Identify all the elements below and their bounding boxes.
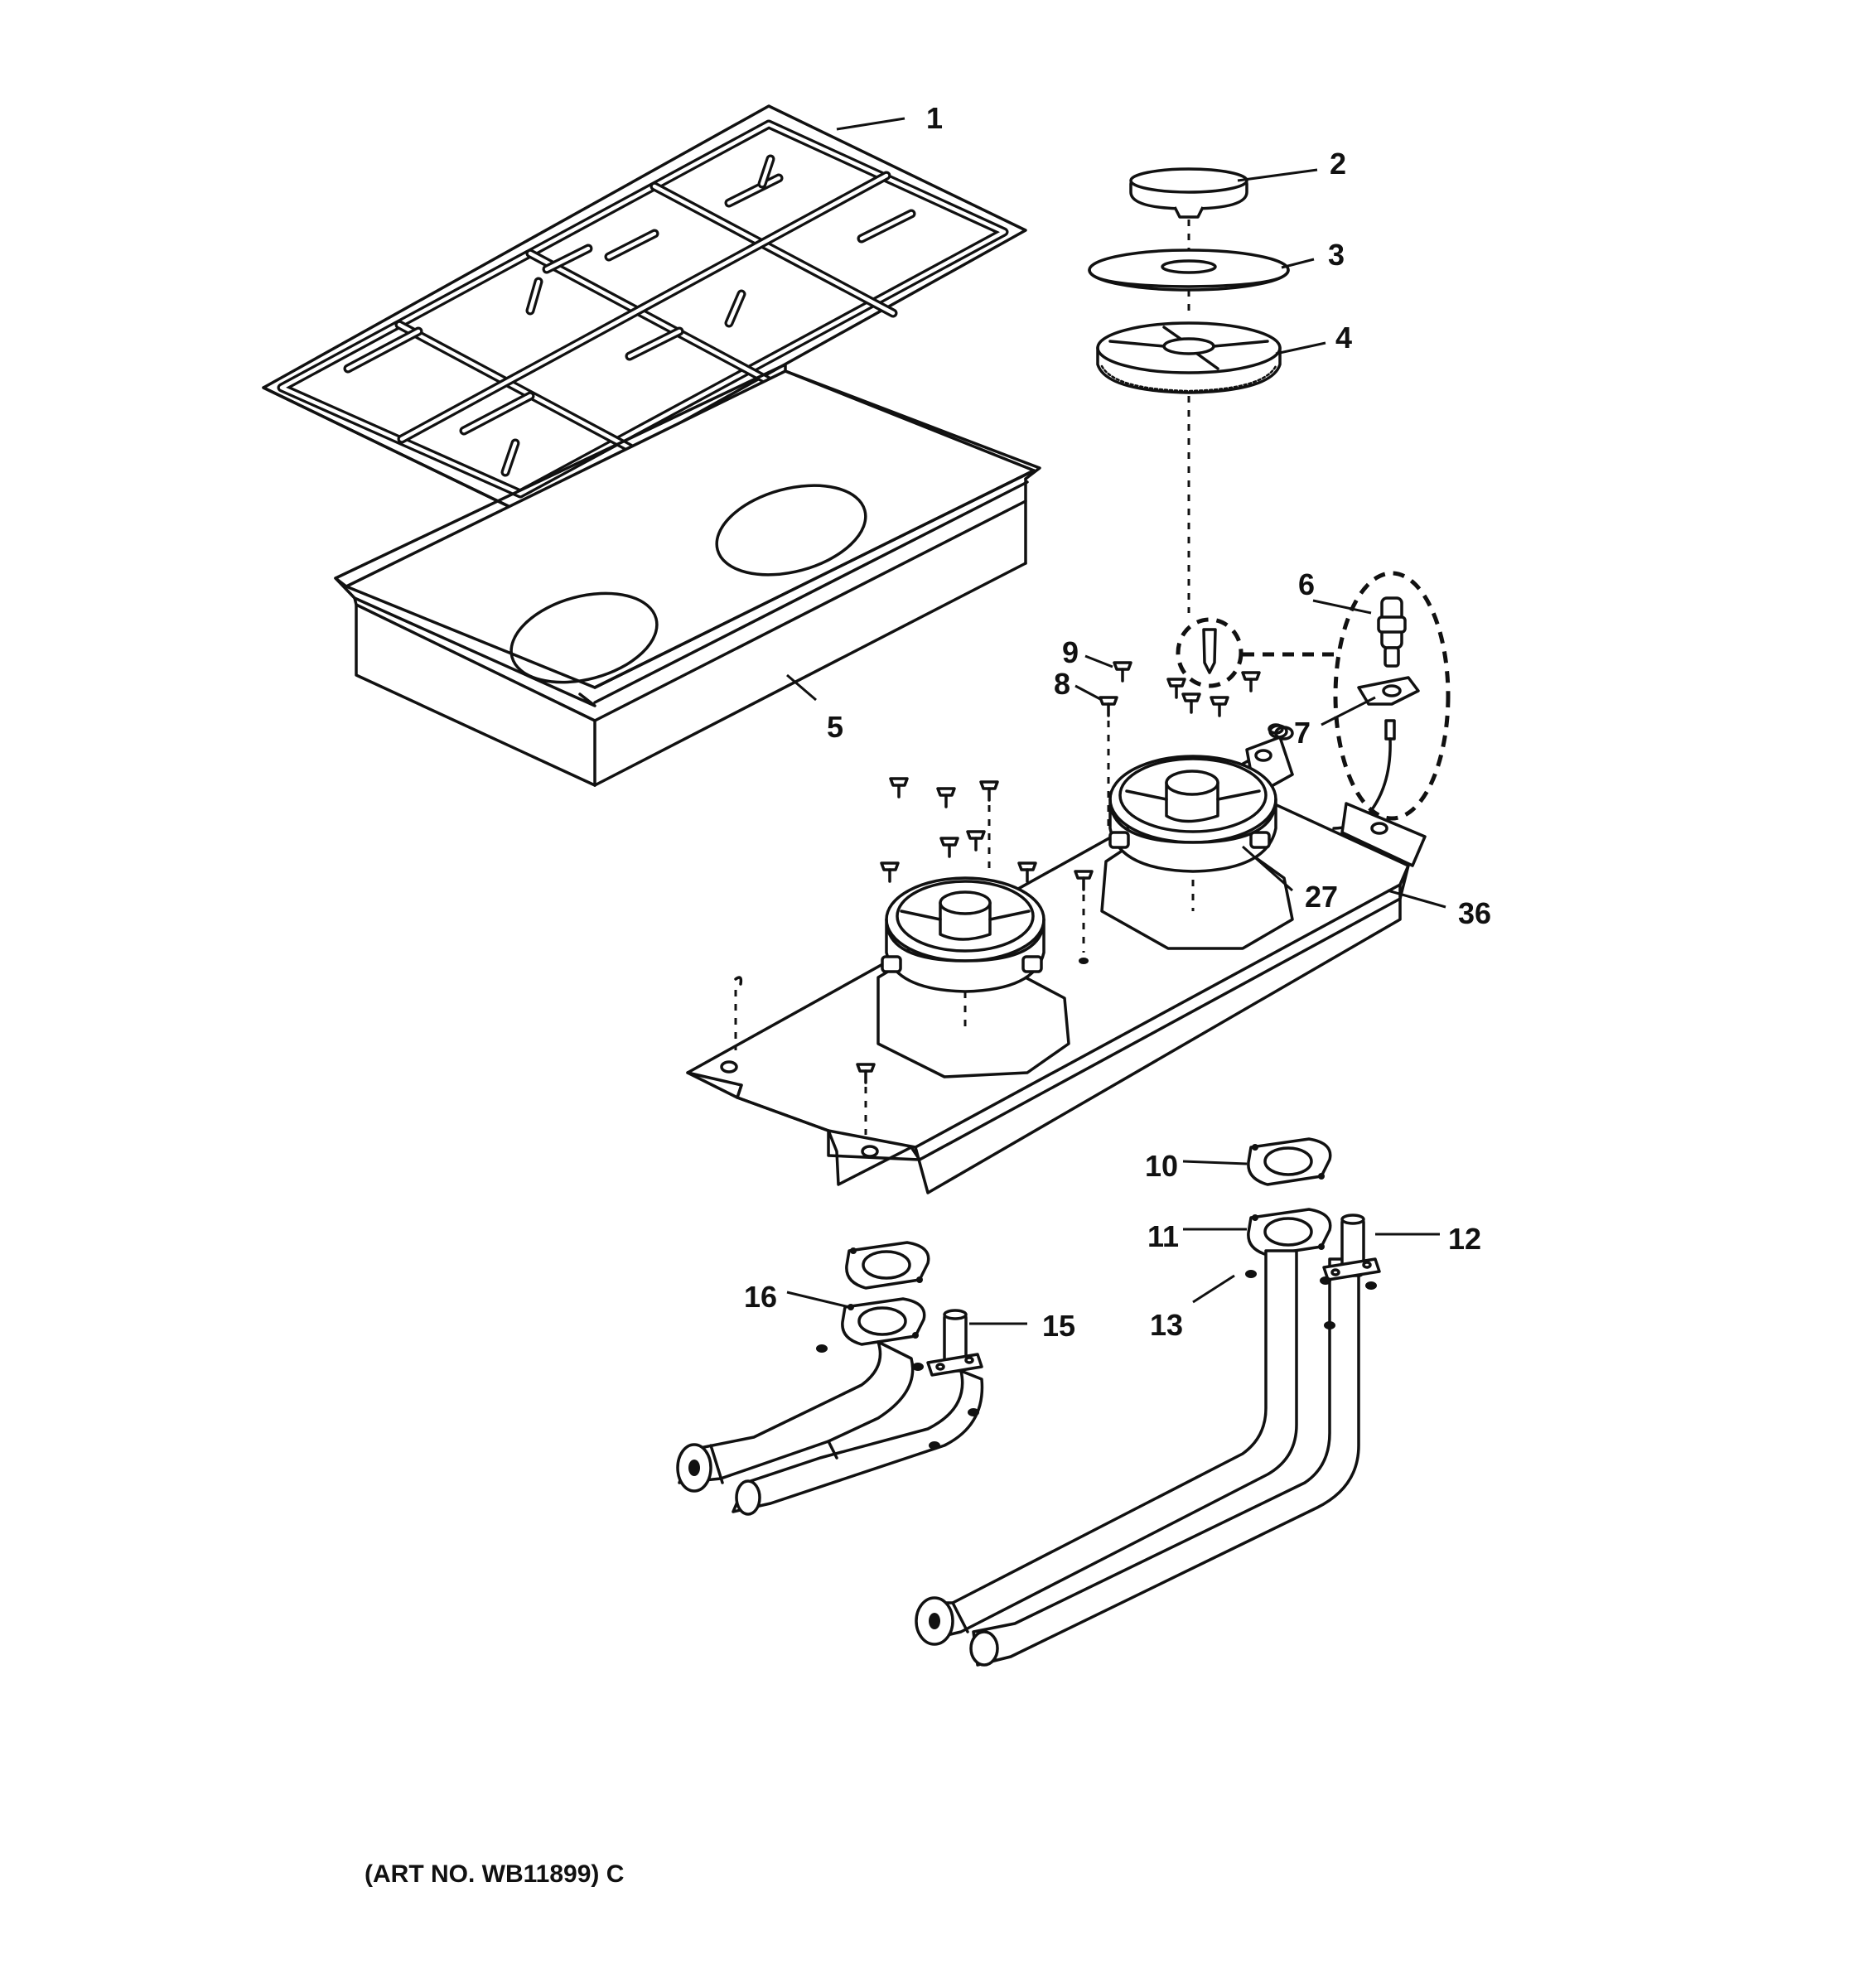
callout-10: 10 bbox=[1145, 1149, 1178, 1183]
flame-spreader-part-3 bbox=[1088, 248, 1290, 315]
gasket-part-11 bbox=[1247, 1208, 1332, 1257]
callout-9: 9 bbox=[1062, 635, 1079, 669]
callout-11: 11 bbox=[1147, 1219, 1179, 1253]
leader-lines bbox=[786, 117, 1446, 1325]
pan-opening-left bbox=[509, 591, 659, 684]
drip-pan-part-5 bbox=[334, 363, 1041, 787]
gasket-left-upper bbox=[845, 1241, 930, 1290]
callout-13: 13 bbox=[1150, 1308, 1183, 1342]
screw-part-8 bbox=[1099, 696, 1118, 717]
grate-bars bbox=[277, 119, 1009, 499]
callout-6: 6 bbox=[1298, 567, 1315, 601]
burner-body-left bbox=[881, 876, 1045, 993]
callout-2: 2 bbox=[1330, 147, 1346, 181]
burner-cap-part-2 bbox=[1129, 167, 1248, 258]
burner-body-part-27 bbox=[1108, 755, 1277, 873]
burner-tube-assembly-right bbox=[915, 1137, 1381, 1667]
callout-36: 36 bbox=[1458, 896, 1491, 930]
air-shutter-part-15 bbox=[926, 1309, 983, 1377]
gasket-part-16 bbox=[841, 1297, 926, 1346]
callout-4: 4 bbox=[1335, 321, 1352, 355]
screw-part-9 bbox=[1113, 661, 1132, 683]
art-number: (ART NO. WB11899) C bbox=[365, 1860, 624, 1888]
callout-7: 7 bbox=[1294, 716, 1311, 750]
burner-tube-assembly-left bbox=[676, 1241, 984, 1516]
callout-5: 5 bbox=[827, 710, 843, 744]
callout-12: 12 bbox=[1448, 1222, 1481, 1256]
gasket-part-10 bbox=[1247, 1137, 1332, 1186]
burner-base-part-36 bbox=[686, 723, 1427, 1194]
callout-3: 3 bbox=[1328, 238, 1345, 272]
callout-15: 15 bbox=[1042, 1309, 1075, 1343]
pan-opening-right bbox=[715, 484, 867, 577]
callout-27: 27 bbox=[1305, 880, 1338, 914]
callout-labels: 1 2 3 4 5 6 7 8 9 27 36 10 11 12 13 15 1… bbox=[365, 101, 1491, 1888]
callout-1: 1 bbox=[926, 101, 943, 135]
screws bbox=[734, 661, 1294, 1135]
igniter-electrode-part-6 bbox=[1377, 596, 1407, 668]
grate-part-1 bbox=[262, 104, 1027, 514]
burner-head-part-4 bbox=[1096, 321, 1282, 613]
air-shutter-part-12 bbox=[1322, 1214, 1381, 1281]
callout-8: 8 bbox=[1054, 667, 1070, 701]
callout-16: 16 bbox=[744, 1280, 777, 1314]
